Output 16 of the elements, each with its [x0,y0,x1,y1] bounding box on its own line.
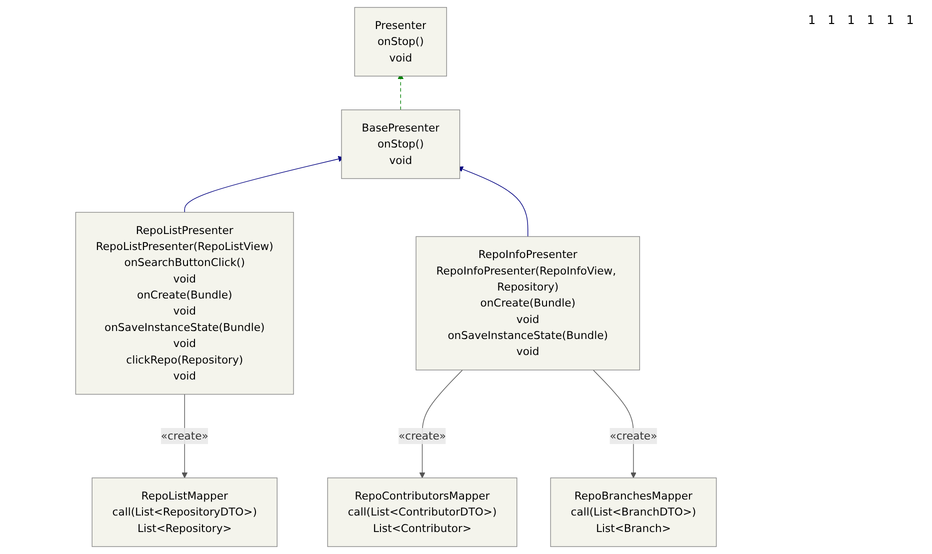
edge-label: «create» [398,429,446,442]
node-box: BasePresenter onStop() void [341,110,460,179]
multiplicity-label: 1 [886,13,894,27]
multiplicity-label: 1 [808,13,816,27]
node-box: RepoListPresenter RepoListPresenter(RepoListView) onSearchButtonClick() void onCreate(Bundle) void onSaveInstanceState(Bundle) void clickRepo(Repository) void [75,212,294,395]
multiplicity-label: 1 [866,13,875,27]
node-box: RepoContributorsMapper call(List<ContributorDTO>) List<Contributor> [327,478,518,547]
node-box: RepoInfoPresenter RepoInfoPresenter(RepoInfoView, Repository) onCreate(Bundle) void onSaveInstanceState(Bundle) void [416,236,640,370]
multiplicity-label: 1 [828,13,836,27]
edge-label: «create» [610,429,658,442]
node-box: Presenter onStop() void [354,7,447,76]
multiplicity-label: 1 [847,13,855,27]
multiplicity-label: 1 [906,13,914,27]
node-box: RepoBranchesMapper call(List<BranchDTO>) List<Branch> [550,478,717,547]
edge-label: «create» [160,429,208,442]
node-box: RepoListMapper call(List<RepositoryDTO>) List<Repository> [92,478,278,547]
